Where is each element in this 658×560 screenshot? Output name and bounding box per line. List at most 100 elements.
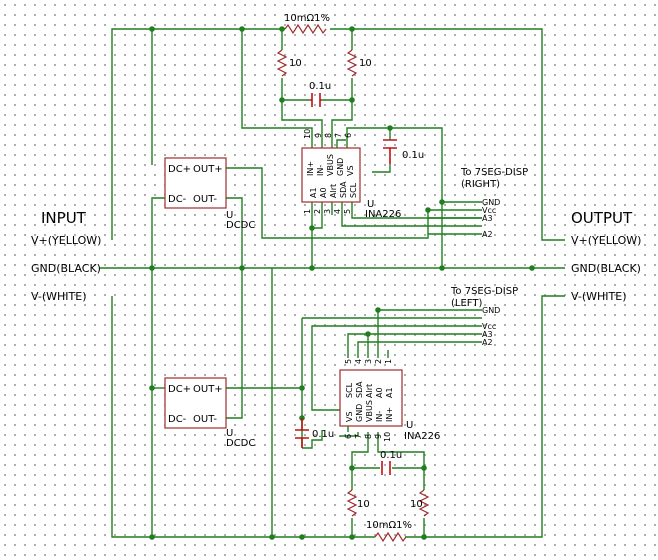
output-vminus-label: V-(WHITE) xyxy=(571,290,627,303)
bottom-ina226-pin-numbers: 5 4 3 2 1 6 7 8 9 10 xyxy=(344,359,393,442)
bottom-disp-pin-gnd: GND xyxy=(482,306,500,315)
top-resistor-right-label: 10 xyxy=(359,58,372,69)
wire-bot-in-plus xyxy=(339,432,359,437)
junction-dot xyxy=(309,225,315,231)
junction-dot xyxy=(349,465,355,471)
bottom-dcdc-u: U xyxy=(226,428,233,439)
wire-top-sda xyxy=(341,202,482,227)
pin-label: SCL xyxy=(345,382,354,398)
top-ina226-pin-numbers: 10 9 8 7 6 1 2 3 4 5 xyxy=(303,129,353,214)
wires xyxy=(100,28,565,538)
top-resistor-left-label: 10 xyxy=(289,58,302,69)
bottom-ina226-chip xyxy=(339,369,403,427)
pin-number: 5 xyxy=(344,359,353,364)
bottom-dcdc-outn-label: OUT- xyxy=(193,414,217,425)
bottom-disp-title: To 7SEG-DISP xyxy=(450,286,518,297)
wire-top-ina-in-plus xyxy=(241,29,313,148)
input-gnd-label: GND(BLACK) xyxy=(31,262,101,275)
pin-label: IN+ xyxy=(385,407,394,422)
bottom-ina226-pin-labels-top: SCL SDA Alrt A0 A1 xyxy=(345,381,394,398)
bottom-shunt-label: 10mΩ1% xyxy=(366,520,412,531)
pin-label: VBUS xyxy=(365,400,374,422)
pin-number: 9 xyxy=(374,434,383,439)
bottom-resistor-left-label: 10 xyxy=(357,499,370,510)
junction-dot xyxy=(425,207,431,213)
pin-number: 3 xyxy=(364,359,373,364)
bottom-ina226-name: INA226 xyxy=(404,431,440,442)
wire-top-in-minus-lead xyxy=(331,100,353,148)
junction-dot xyxy=(439,265,445,271)
top-resistor-left xyxy=(276,49,288,77)
bottom-dcdc-name: DCDC xyxy=(226,438,255,449)
pin-number: 4 xyxy=(354,359,363,364)
pin-label: SCL xyxy=(349,182,358,198)
pin-label: GND xyxy=(336,158,345,176)
bottom-cap xyxy=(381,461,391,475)
top-disp-pin-vcc: Vcc xyxy=(482,206,496,215)
top-dcdc-module xyxy=(164,157,227,209)
wire-top-r1-bottom xyxy=(281,78,310,101)
junction-dot xyxy=(421,465,427,471)
junction-dot xyxy=(309,265,315,271)
top-disp-pin-a2: A2 xyxy=(482,230,493,239)
input-title: INPUT xyxy=(41,209,87,227)
input-vminus-label: V-(WHITE) xyxy=(31,290,87,303)
bottom-disp-pin-a3: A3 xyxy=(482,330,493,339)
top-ina226-chip xyxy=(301,147,361,203)
top-disp-pin-a3: A3 xyxy=(482,214,493,223)
junction-dot xyxy=(365,331,371,337)
bottom-cap-vs xyxy=(295,418,309,448)
top-disp-sub: (RIGHT) xyxy=(461,179,500,190)
bottom-ina226-u: U xyxy=(406,420,413,431)
top-ina226-u: U xyxy=(367,199,374,210)
pin-label: IN+ xyxy=(306,161,315,176)
wire-bot-dcdc-gnd xyxy=(226,268,243,419)
junction-dot xyxy=(149,534,155,540)
pin-label: IN- xyxy=(316,165,325,176)
wire-bot-scl xyxy=(347,333,482,358)
pin-label: SDA xyxy=(355,381,364,398)
top-ina226-pin-labels-bottom: A1 A0 Alrt SDA SCL xyxy=(309,181,358,198)
pin-number: 10 xyxy=(383,432,392,442)
wire-out-vminus xyxy=(405,295,565,538)
bottom-cap-label: 0.1u xyxy=(380,450,402,461)
top-dcdc-u: U xyxy=(226,210,233,221)
pin-number: 6 xyxy=(344,133,353,138)
wire-bot-in-minus xyxy=(377,432,425,490)
output-title: OUTPUT xyxy=(571,209,633,227)
bottom-dcdc-module xyxy=(164,377,227,429)
pin-label: GND xyxy=(355,404,364,422)
wire-in-vminus xyxy=(111,296,375,538)
junction-dot xyxy=(375,307,381,313)
wire-top-gnd-pin xyxy=(336,139,346,148)
top-cap-vs xyxy=(383,139,397,164)
pin-number: 1 xyxy=(384,359,393,364)
top-ina226-name: INA226 xyxy=(365,209,401,220)
junction-dot xyxy=(279,97,285,103)
junction-dot xyxy=(349,26,355,32)
junction-dot xyxy=(529,265,535,271)
junction-dot xyxy=(349,534,355,540)
pin-number: 1 xyxy=(303,209,312,214)
pin-label: VS xyxy=(345,411,354,422)
junction-dot xyxy=(269,534,275,540)
junction-dot xyxy=(239,265,245,271)
pin-number: 7 xyxy=(354,434,363,439)
bottom-dcdc-outp-label: OUT+ xyxy=(193,384,223,395)
pin-number: 6 xyxy=(344,434,353,439)
junction-dot xyxy=(349,97,355,103)
pin-label: A1 xyxy=(385,387,394,398)
pin-label: SDA xyxy=(339,181,348,198)
junction-dots xyxy=(149,26,535,540)
bottom-disp-pin-vcc: Vcc xyxy=(482,322,496,331)
junction-dot xyxy=(149,385,155,391)
top-dcdc-gnd-label: DC- xyxy=(168,194,187,205)
wire-in-vplus xyxy=(111,28,285,240)
junction-dot xyxy=(149,265,155,271)
input-vplus-label: V+(YELLOW) xyxy=(31,234,101,247)
bottom-dcdc-in-label: DC+ xyxy=(168,384,191,395)
bottom-dcdc-gnd-label: DC- xyxy=(168,414,187,425)
pin-label: A0 xyxy=(375,387,384,398)
junction-dot xyxy=(239,26,245,32)
